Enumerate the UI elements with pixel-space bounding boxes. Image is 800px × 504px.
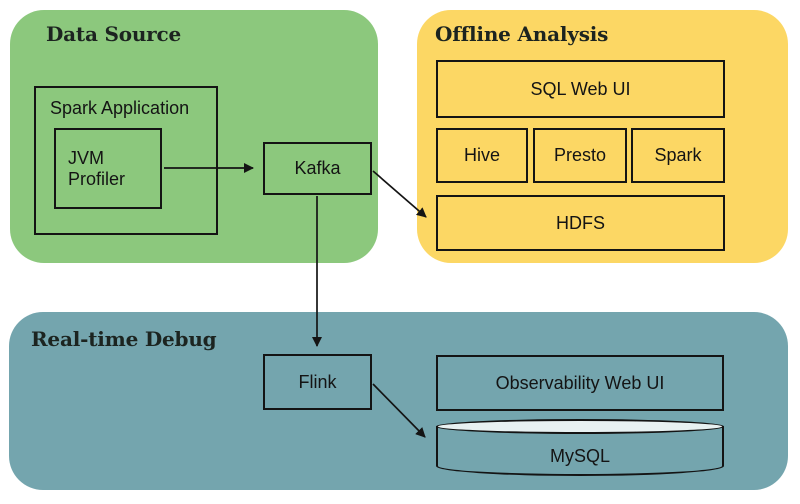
node-presto: Presto [533, 128, 627, 183]
node-mysql-database-cylinder: MySQL [436, 419, 724, 476]
node-spark: Spark [631, 128, 725, 183]
node-jvm-profiler-label: JVM Profiler [68, 147, 126, 189]
node-mysql-label: MySQL [549, 445, 610, 466]
section-title-realtime-debug: Real-time Debug [31, 327, 217, 351]
node-hdfs: HDFS [436, 195, 725, 251]
node-sql-web-ui-label: SQL Web UI [530, 78, 631, 99]
node-hive-label: Hive [463, 145, 500, 165]
node-observability-web-ui-label: Observability Web UI [495, 372, 665, 393]
section-title-offline-analysis: Offline Analysis [435, 22, 609, 46]
mysql-cylinder-body [436, 426, 724, 476]
node-spark-application-label: Spark Application [50, 98, 190, 118]
node-observability-web-ui: Observability Web UI [436, 355, 724, 411]
node-spark-label: Spark [654, 145, 702, 165]
node-sql-web-ui: SQL Web UI [436, 60, 725, 118]
node-flink-label: Flink [298, 371, 337, 392]
node-hdfs-label: HDFS [556, 212, 605, 233]
node-flink: Flink [263, 354, 372, 410]
node-kafka-label: Kafka [294, 158, 341, 178]
node-kafka: Kafka [263, 142, 372, 195]
node-presto-label: Presto [553, 145, 607, 165]
section-offline-analysis [417, 10, 788, 263]
mysql-cylinder-top-ellipse [436, 419, 724, 434]
node-jvm-profiler: JVM Profiler [54, 128, 162, 209]
section-title-data-source: Data Source [46, 22, 182, 46]
node-spark-application: Spark Application [34, 86, 218, 235]
node-hive: Hive [436, 128, 528, 183]
